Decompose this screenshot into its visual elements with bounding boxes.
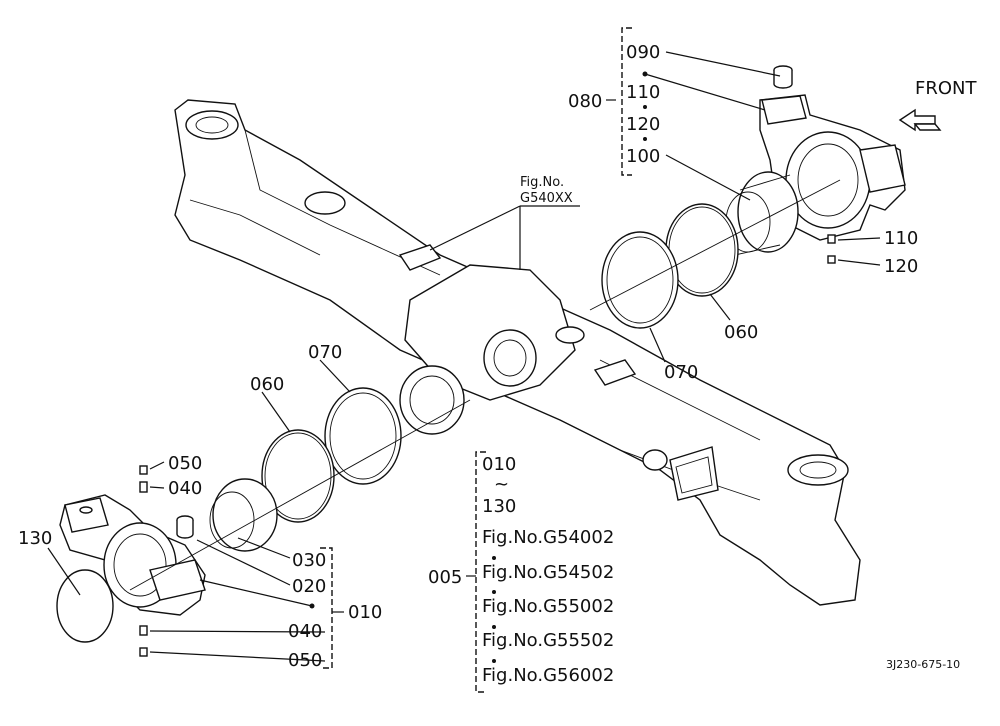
callout-120-top: 120 <box>626 114 660 135</box>
leader-lines <box>47 51 881 662</box>
screw-120-right <box>827 255 836 264</box>
bracket-080 <box>621 27 632 176</box>
callout-060-right: 060 <box>724 322 758 343</box>
screw-040-top <box>139 481 148 493</box>
ref-fig-line2: G540XX <box>520 191 573 206</box>
callout-020: 020 <box>292 576 326 597</box>
bracket-005 <box>475 451 486 693</box>
callout-labels: 090 110 120 100 080 110 120 070 060 070 … <box>18 42 918 671</box>
callout-030: 030 <box>292 550 326 571</box>
screw-050-bot <box>139 647 148 657</box>
callout-040-top: 040 <box>168 478 202 499</box>
callout-120-right: 120 <box>884 256 918 277</box>
group-label-005: 005 <box>428 567 462 588</box>
callout-070-right: 070 <box>664 362 698 383</box>
screw-110-right <box>827 234 836 244</box>
callout-060-left: 060 <box>250 374 284 395</box>
bearing-ring-100 <box>725 171 799 256</box>
fig-ref-3: Fig.No.G55002 <box>482 596 614 617</box>
callout-050-bot: 050 <box>288 650 322 671</box>
callout-010: 010 <box>348 602 382 623</box>
fig-ref-4: Fig.No.G55502 <box>482 630 614 651</box>
fig-ref-1: Fig.No.G54002 <box>482 527 614 548</box>
axle-housing <box>174 99 861 606</box>
fig-ref-5: Fig.No.G56002 <box>482 665 614 686</box>
fig-ref-list: Fig.No.G54002 Fig.No.G54502 Fig.No.G5500… <box>482 527 614 686</box>
callout-110-top: 110 <box>626 82 660 103</box>
callout-050-top: 050 <box>168 453 202 474</box>
rear-support-bracket <box>59 494 206 616</box>
callout-130: 130 <box>18 528 52 549</box>
bushing-020 <box>176 515 194 539</box>
range-from: 010 <box>482 454 516 475</box>
bracket-010 <box>320 547 333 669</box>
callout-090-top: 090 <box>626 42 660 63</box>
front-direction-arrow-icon <box>898 108 942 132</box>
seal-ring-070-left <box>324 387 402 485</box>
screw-040-bot <box>139 625 148 636</box>
ref-fig-line1: Fig.No. <box>520 175 564 190</box>
callout-080: 080 <box>568 91 602 112</box>
front-label: FRONT <box>915 78 977 99</box>
screw-050-top <box>139 465 148 475</box>
range-to: 130 <box>482 496 516 517</box>
fig-ref-2: Fig.No.G54502 <box>482 562 614 583</box>
figure-code: 3J230-675-10 <box>886 658 960 671</box>
callout-040-bot: 040 <box>288 621 322 642</box>
callout-070-left: 070 <box>308 342 342 363</box>
bearing-ring-030 <box>209 478 278 552</box>
o-ring-130 <box>56 569 114 643</box>
callout-110-right: 110 <box>884 228 918 249</box>
range-tilde: ~ <box>494 474 509 495</box>
callout-100: 100 <box>626 146 660 167</box>
seal-ring-070-right <box>601 231 679 329</box>
